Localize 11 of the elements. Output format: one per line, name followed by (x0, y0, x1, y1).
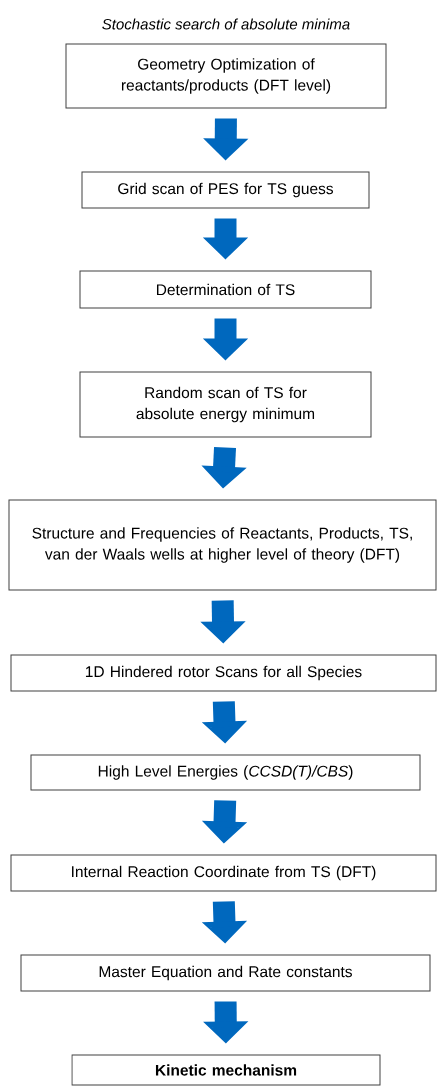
process-box: Determination of TS (79, 270, 372, 309)
process-box: High Level Energies (CCSD(T)/CBS) (30, 754, 421, 791)
title: Stochastic search of absolute minima (102, 18, 350, 30)
process-box: Kinetic mechanism (71, 1054, 381, 1086)
process-box: Grid scan of PES for TS guess (81, 171, 370, 209)
process-box: Geometry Optimization of reactants/products (DFT level) (65, 43, 387, 109)
process-box: Random scan of TS for absolute energy minimum (79, 371, 372, 438)
process-box: Internal Reaction Coordinate from TS (DFT) (10, 854, 437, 892)
process-box: Structure and Frequencies of Reactants, Products, TS, van der Waals wells at higher level of theory (DFT) (8, 499, 437, 591)
process-box: 1D Hindered rotor Scans for all Species (10, 654, 437, 692)
process-box: Master Equation and Rate constants (20, 954, 431, 992)
